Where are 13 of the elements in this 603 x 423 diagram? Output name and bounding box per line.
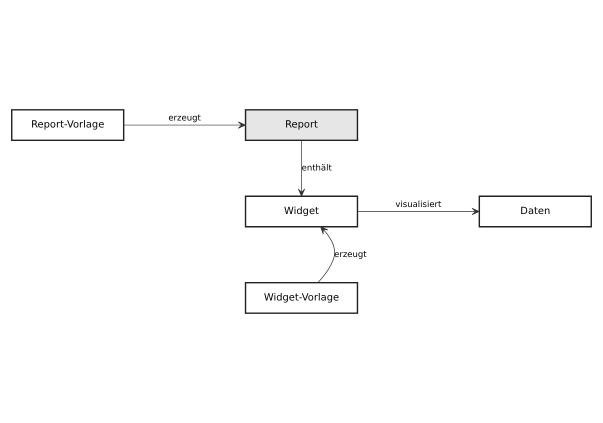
edge-label: enthält [302,163,332,174]
edge-label: visualisiert [395,200,442,210]
node-box: Widget-Vorlage [244,282,358,314]
node-box: Report-Vorlage [11,109,124,141]
node-box: Daten [478,196,592,228]
node-box: Widget [244,196,358,228]
arrow [298,140,306,196]
node-box: Report [244,109,358,141]
arrow [318,226,335,283]
arrow [357,208,480,216]
edge-label: erzeugt [334,250,367,260]
arrow [123,122,246,129]
edge-label: erzeugt [168,114,201,124]
